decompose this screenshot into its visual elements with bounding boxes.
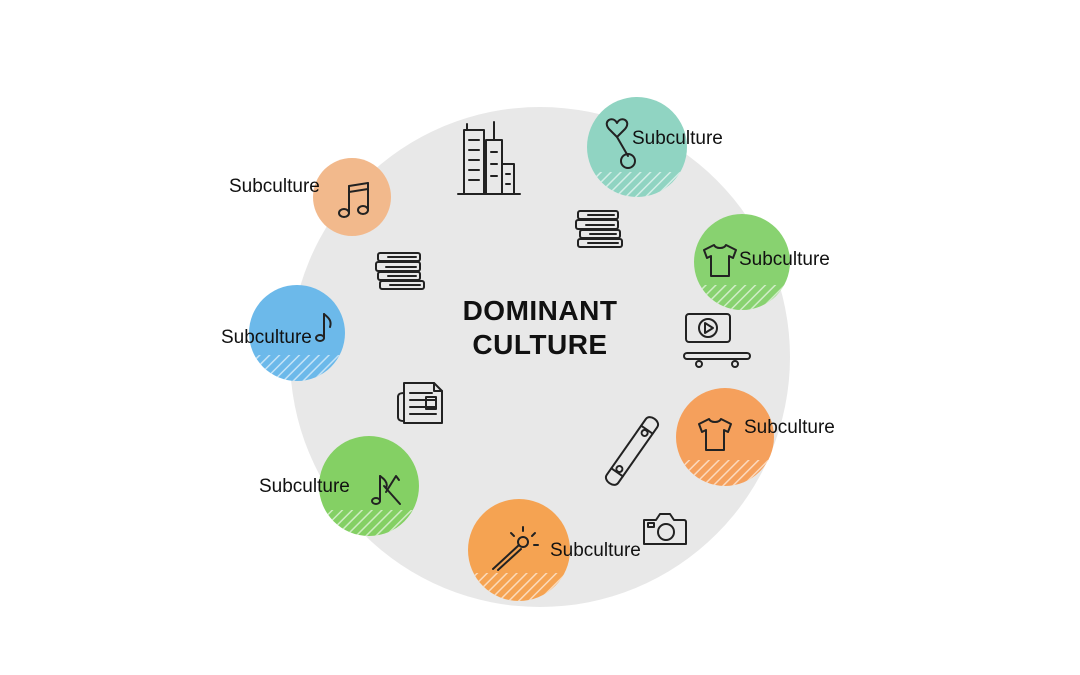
book-stack-icon [375, 252, 425, 290]
subculture-label: Subculture [632, 128, 723, 149]
heart-guitar-icon [605, 118, 636, 169]
subculture-circle [313, 158, 391, 236]
skateboard-icon [604, 416, 660, 486]
subculture-node-green-lower: Subculture [259, 436, 419, 536]
subculture-node-orange: Subculture [676, 388, 835, 486]
subculture-node-green: Subculture [694, 214, 830, 310]
book-stack-icon [575, 210, 623, 248]
subculture-node-orange-bottom: Subculture [468, 499, 641, 601]
subculture-label: Subculture [550, 540, 641, 561]
music-note-icon [338, 182, 369, 218]
torch-icon [492, 526, 539, 571]
newspaper-icon [397, 382, 443, 424]
subculture-label: Subculture [744, 417, 835, 438]
dominant-culture-title-line1: DOMINANT [463, 295, 618, 326]
video-screen-icon [685, 313, 731, 343]
subculture-label: Subculture [229, 176, 320, 197]
dominant-culture-title-line2: CULTURE [472, 329, 607, 360]
subculture-label: Subculture [739, 249, 830, 270]
skateboard-icon [683, 352, 751, 368]
tshirt-icon [703, 244, 737, 277]
music-note-icon [315, 313, 332, 342]
subculture-node-teal: Subculture [587, 97, 723, 197]
subculture-node-blue: Subculture [221, 285, 345, 381]
subculture-label: Subculture [221, 327, 312, 348]
subculture-label: Subculture [259, 476, 350, 497]
tshirt-icon [698, 418, 732, 451]
skyscraper-icon [457, 121, 521, 195]
subculture-node-peach: Subculture [229, 158, 391, 236]
music-arrow-icon [371, 475, 401, 505]
camera-icon [643, 513, 687, 545]
